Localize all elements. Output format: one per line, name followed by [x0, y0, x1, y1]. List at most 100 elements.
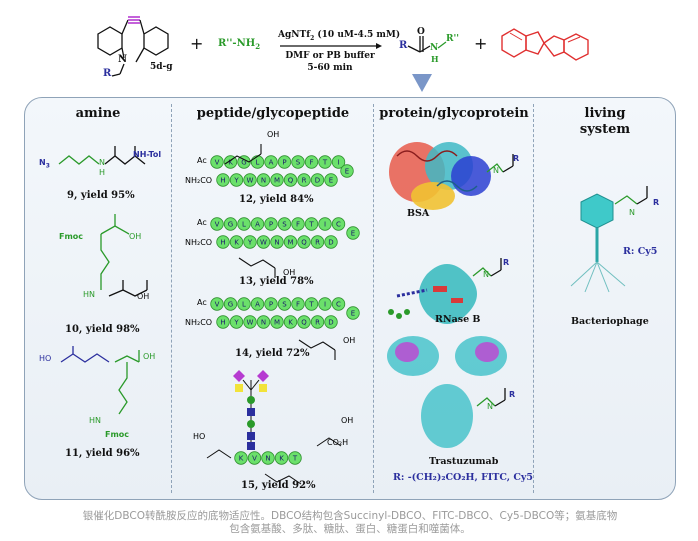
p12-top-bead-0: [210, 155, 224, 169]
p13-top-bead-4: [264, 217, 278, 231]
compound-10-label: 10, yield 98%: [65, 324, 140, 335]
p12-bot-residue-0: H: [220, 177, 225, 185]
compound-9-structure: [58, 146, 146, 165]
dbco-reactant-structure: [97, 16, 169, 77]
p12-top-bead-4: [264, 155, 278, 169]
p14-top-bead-7: [304, 297, 319, 311]
c11-oh: OH: [143, 352, 156, 361]
p13-top-bead-8: [318, 217, 332, 231]
p14-bot-bead-6: [297, 315, 311, 329]
peptide-12-label: 12, yield 84%: [239, 194, 314, 205]
phage-r: R: [653, 198, 660, 207]
p14-bot-bead-1: [229, 315, 244, 329]
compound-11-label: 11, yield 96%: [65, 448, 140, 459]
p13-bot-bead-6: [297, 235, 311, 249]
column-title-protein: protein/glycoprotein: [379, 106, 529, 121]
p12-bot-bead-6: [297, 173, 311, 187]
plus-sign-2: +: [474, 34, 488, 53]
p15-oh: OH: [341, 416, 354, 425]
p13-bot-residue-7: R: [315, 239, 320, 247]
p12-top-residue-9: I: [337, 159, 339, 167]
column-title-system: system: [579, 122, 631, 137]
p13-top-bead-7: [304, 217, 319, 231]
caption-line-1: 银催化DBCO转酰胺反应的底物适应性。DBCO结构包含Succinyl-DBCO…: [82, 510, 618, 522]
p12-bot-bead-7: [310, 173, 325, 187]
substrate-scope-panel: amine peptide/glycopeptide protein/glyco…: [24, 97, 676, 500]
p12-top-residue-4: A: [269, 159, 274, 167]
p12-bot-residue-7: D: [315, 177, 320, 185]
p13-bot-bead-8: [324, 235, 338, 249]
divider-1: [171, 104, 172, 493]
p13-top-residue-0: V: [215, 221, 220, 229]
reaction-scheme: N R 5d-g + R''-NH2 AgNTf2 (10 uM-4.5 mM)…: [0, 0, 698, 92]
p14-bot-bead-3: [256, 315, 271, 329]
p12-bot-bead-1: [229, 173, 244, 187]
p14-top-bead-4: [264, 297, 278, 311]
rnase-n: N: [483, 270, 489, 279]
p14-top-bead-0: [210, 297, 224, 311]
p14-oh: OH: [343, 336, 356, 345]
bsa-r: R: [513, 154, 520, 163]
p15-co2h: CO₂H: [327, 438, 349, 447]
column-title-living: living: [584, 106, 626, 121]
p13-top-residue-3: A: [255, 221, 260, 229]
peptide-13-label: 13, yield 78%: [239, 276, 314, 287]
p14-top-bead-9: [331, 297, 346, 311]
p13-bot-residue-8: D: [328, 239, 333, 247]
p12-bot-residue-4: M: [274, 177, 280, 185]
p12-bot-residue-2: W: [247, 177, 254, 185]
caption-line-2: 包含氨基酸、多肽、糖肽、蛋白、糖蛋白和噬菌体。: [229, 523, 471, 535]
p13-top-residue-4: P: [269, 221, 273, 229]
indole-byproduct-structure: [501, 28, 589, 61]
c9-n3: N3: [39, 158, 50, 170]
p13-top-residue-8: I: [324, 221, 326, 229]
p12-bot-bead-8: [324, 173, 338, 187]
p13-top-residue-1: G: [228, 221, 233, 229]
amine-reagent: R''-NH2: [218, 38, 261, 51]
down-arrow-icon: [412, 74, 432, 92]
p13-bot-bead-2: [243, 235, 257, 249]
peptide-14-label: 14, yield 72%: [235, 348, 310, 359]
p12-top-bead-5: [277, 155, 292, 169]
trast-n: N: [487, 402, 493, 411]
product-n: N: [430, 43, 439, 53]
compound-10-structure: [100, 214, 148, 297]
p12-oh: OH: [267, 130, 280, 139]
reaction-arrow: [280, 43, 382, 49]
p13-bot-residue-0: H: [220, 239, 225, 247]
product-h: H: [431, 54, 439, 64]
p13-cap-bead: [346, 226, 360, 240]
p12-cap-bead: [340, 164, 354, 178]
p12-top-residue-3: L: [256, 159, 260, 167]
dbco-n-atom: N: [118, 54, 128, 65]
rnase-label: RNase B: [435, 314, 481, 325]
trast-r: R: [509, 390, 516, 399]
p15-residue-4: T: [292, 455, 298, 463]
column-title-amine: amine: [75, 106, 121, 121]
p12-bot-residue-8: E: [329, 177, 333, 185]
p13-top-residue-6: F: [296, 221, 300, 229]
p15-bead-3: [274, 451, 289, 465]
p14-top-residue-5: S: [282, 301, 287, 309]
condition-top: AgNTf2 (10 uM-4.5 mM): [278, 30, 401, 42]
p14-nh2co: NH₂CO: [185, 318, 213, 327]
p12-top-residue-7: F: [309, 159, 313, 167]
p14-bot-residue-5: K: [288, 319, 293, 327]
p14-bot-bead-7: [310, 315, 325, 329]
trastuzumab-ribbon: [387, 336, 507, 448]
p13-top-bead-3: [250, 217, 265, 231]
peptide-15-label: 15, yield 92%: [241, 480, 316, 491]
p15-residue-3: K: [279, 455, 284, 463]
bsa-ribbon: [389, 142, 491, 210]
p13-top-bead-9: [331, 217, 346, 231]
p14-top-residue-9: C: [336, 301, 341, 309]
p14-bot-residue-2: W: [247, 319, 254, 327]
p14-top-residue-3: A: [255, 301, 260, 309]
p14-top-bead-5: [277, 297, 292, 311]
p13-top-bead-2: [237, 217, 251, 231]
c11-fmoc: Fmoc: [105, 430, 130, 439]
p13-bot-residue-1: K: [234, 239, 239, 247]
p14-bot-residue-6: Q: [301, 319, 307, 327]
p12-top-residue-5: P: [282, 159, 286, 167]
p13-cap-residue: E: [351, 230, 355, 238]
